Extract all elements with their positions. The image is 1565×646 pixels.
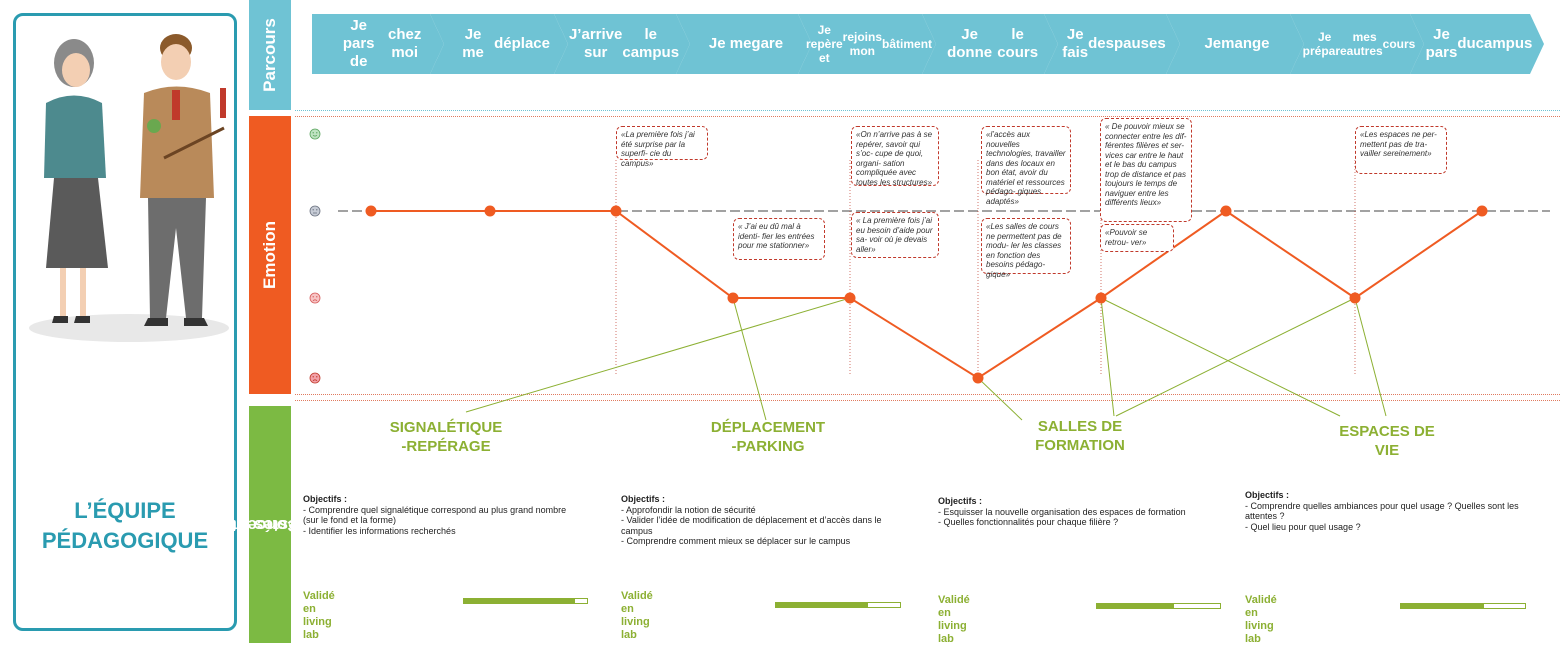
emotion-point-7 [1095, 292, 1107, 304]
persona-title: L’ÉQUIPE PÉDAGOGIQUE [41, 498, 209, 553]
separator-emotion-bottom [295, 394, 1560, 395]
stage-chevron-1 [312, 14, 444, 74]
emotion-point-6 [972, 372, 984, 384]
emotion-very-sad-icon [309, 372, 321, 384]
stage-chevron-10 [1410, 14, 1544, 74]
quote-parking-entrance: « J’ai eu dû mal à identi- fier les entr… [733, 218, 825, 260]
emotion-sad-icon [309, 292, 321, 304]
concept-connector [465, 297, 851, 413]
stage-chevron-9 [1290, 14, 1424, 74]
progress-bar-espaces [1400, 603, 1526, 609]
progress-bar-signaletique [463, 598, 588, 604]
emotion-point-8 [1220, 205, 1232, 217]
separator-emotion-top [295, 116, 1560, 117]
stage-chevrons [312, 14, 1544, 74]
concept-connector [732, 297, 767, 421]
quote-need-help: « La première fois j’ai eu besoin d’aide… [851, 212, 939, 258]
band-emotion: Emotion [249, 116, 291, 394]
band-parcours: Parcours [249, 0, 291, 110]
emotion-point-4 [727, 292, 739, 304]
emotion-point-1 [365, 205, 377, 217]
concept-label-deplacement: DÉPLACEMENT-PARKING [710, 419, 826, 455]
objectifs-signaletique: Objectifs : - Comprendre quel signalétiq… [303, 494, 567, 536]
separator-concepts [295, 400, 1560, 401]
objectifs-espaces: Objectifs : - Comprendre quelles ambianc… [1245, 490, 1519, 532]
quote-classrooms: «Les salles de cours ne permettent pas d… [981, 218, 1071, 279]
concept-connector [977, 377, 1023, 421]
emotion-point-9 [1349, 292, 1361, 304]
objectifs-deplacement: Objectifs : - Approfondir la notion de s… [621, 494, 882, 546]
emotion-line [371, 209, 1483, 380]
concept-connector [1100, 297, 1341, 417]
quote-connection: « De pouvoir mieux se connecter entre le… [1100, 118, 1192, 222]
progress-bar-salles [1096, 603, 1221, 609]
concept-connector [1354, 297, 1387, 417]
objectifs-salles: Objectifs : - Esquisser la nouvelle orga… [938, 496, 1186, 527]
emotion-happy-icon [309, 128, 321, 140]
emotion-point-10 [1476, 205, 1488, 217]
concept-label-signaletique: SIGNALÉTIQUE-REPÉRAGE [389, 419, 503, 455]
concept-connector [1100, 297, 1115, 417]
quote-orientation: «On n’arrive pas à se repérer, savoir qu… [851, 126, 939, 187]
emotion-point-2 [484, 205, 496, 217]
concept-connector [1115, 297, 1356, 417]
stage-chevron-5 [798, 14, 936, 74]
emotion-neutral-icon [309, 205, 321, 217]
separator-parcours [295, 110, 1560, 111]
stage-chevron-8 [1166, 14, 1304, 74]
quote-meet: «Pouvoir se retrou- ver» [1100, 224, 1174, 252]
stage-chevron-4 [676, 14, 812, 74]
teachers-illustration [29, 34, 229, 342]
quote-campus-size: «La première fois j’ai été surprise par … [616, 126, 708, 168]
stage-chevron-2 [430, 14, 568, 74]
emotion-point-5 [844, 292, 856, 304]
stage-chevron-7 [1044, 14, 1180, 74]
emotion-point-3 [610, 205, 622, 217]
quote-spaces: «Les espaces ne per- mettent pas de tra-… [1355, 126, 1447, 174]
stage-chevron-6 [922, 14, 1058, 74]
progress-bar-deplacement [775, 602, 901, 608]
persona-card: L’ÉQUIPE PÉDAGOGIQUE [13, 13, 237, 631]
quote-technologies: «l’accès aux nouvelles technologies, tra… [981, 126, 1071, 206]
stage-chevron-3 [554, 14, 690, 74]
